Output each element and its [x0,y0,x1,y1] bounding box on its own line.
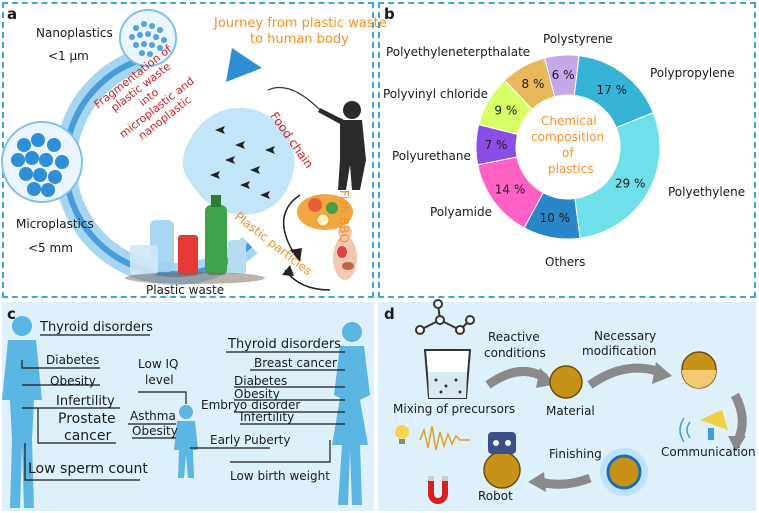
chart-center-line4: plastics [548,162,594,176]
breast-cancer-label: Breast cancer [254,356,337,370]
finishing-label: Finishing [549,447,602,461]
donut-label-polyvinyl-chloride: 9 % [494,104,517,118]
panel-b-label: b [384,5,395,23]
legend-polypropylene: Polypropylene [650,66,735,80]
panel-d-label: d [384,305,395,323]
low-iq-line2: level [145,373,174,387]
leader-low-iq [138,391,187,404]
asthma-label: Asthma [130,409,176,423]
fishing-rod [267,86,321,111]
arrow-material-to-modified [587,363,662,389]
diabetes-left-label: Diabetes [46,353,100,367]
leader-low-birth [230,440,331,463]
donut-label-others: 10 % [540,211,571,225]
prostate-line1: Prostate [58,411,116,427]
leader-diabetes-left [21,360,100,369]
low-iq-line1: Low IQ [138,357,179,371]
nanoplastics-label: Nanoplastics [36,26,113,40]
leader-low-sperm [24,443,140,481]
reactive-line1: Reactive [488,330,540,344]
female-silhouette-icon [332,322,370,505]
donut-label-polyamide: 14 % [495,183,526,197]
necessary-line2: modification [582,344,657,358]
nanoplastics-icon [119,9,177,67]
lightbulb-icon [395,425,409,444]
embryo-label: Embryo disorder [201,398,301,412]
material-label: Material [546,404,595,418]
early-puberty-label: Early Puberty [210,433,291,447]
panel-b [378,2,756,298]
panel-d [378,302,756,511]
thyroid-left-label: Thyroid disorders [40,320,153,335]
fish-bbq-icon [297,194,353,230]
nanoplastics-size: <1 µm [48,49,89,63]
cycle-arrowhead [226,48,262,82]
glowing-sphere-icon [606,454,642,490]
fisherman-icon [318,101,366,190]
robot-icon [483,432,521,489]
beaker-icon [423,349,472,399]
donut-slice-polystyrene [544,54,580,98]
donut-label-polyurethane: 7 % [485,138,508,152]
prostate-line2: cancer [64,428,112,444]
legend-others: Others [545,255,586,269]
water-splash [182,107,295,215]
arrow-mix-to-material [485,366,548,389]
chart-center-line1: Chemical [541,114,597,128]
chart-center-line2: composition [531,130,605,144]
infertility-left-label: Infertility [56,394,115,409]
leader-prostate [37,408,116,444]
plastic-waste-icon [125,195,265,284]
mixing-label: Mixing of precursors [393,402,516,416]
donut-label-polyethylene: 29 % [615,176,646,190]
legend-polyurethane: Polyurethane [392,149,471,163]
human-organs-icon [333,225,357,280]
legend-pvc: Polyvinyl chloride [383,87,489,101]
panel-c-label: c [7,305,16,323]
donut-slice-polyethylene [574,111,661,239]
legend-polystyrene: Polystyrene [543,32,613,46]
material-sphere-icon [549,365,583,399]
arrow-to-robot [538,473,592,489]
necessary-line1: Necessary [594,329,657,343]
donut-hole [517,96,619,198]
donut-label-polyethyleneterpthalate: 8 % [522,77,545,91]
magnet-icon [428,476,448,504]
male-silhouette-icon [2,316,42,508]
modified-material-icon [681,351,717,389]
molecule-icon [415,299,475,335]
donut-label-polystyrene: 6 % [552,68,575,82]
child-silhouette-icon [174,405,198,478]
reactive-line2: conditions [484,346,546,360]
arrow-food-to-particles [282,194,301,256]
communication-label: Communication [661,445,756,459]
obesity-right-label: Obesity [234,387,280,401]
robot-label: Robot [478,489,513,503]
panel-a-label: a [7,5,18,23]
thyroid-right-label: Thyroid disorders [228,337,341,352]
chart-center-line3: of [562,146,574,160]
diabetes-right-label: Diabetes [234,374,288,388]
obesity-child-label: Obesity [132,424,178,438]
microplastics-size: <5 mm [28,241,73,255]
panel-a-title-line2: to human body [250,32,349,47]
low-sperm-label: Low sperm count [28,461,148,477]
microplastics-label: Microplastics [16,217,94,231]
infertility-right-label: Infertility [240,410,295,424]
legend-pet: Polyethyleneterpthalate [386,45,531,59]
low-birth-label: Low birth weight [230,469,330,483]
plastic-waste-label: Plastic waste [146,283,225,297]
legend-polyethylene: Polyethylene [668,185,746,199]
obesity-left-label: Obesity [50,374,96,388]
communication-icon [679,410,728,443]
donut-label-polypropylene: 17 % [597,83,628,97]
panel-a-title-line1: Journey from plastic waste [214,16,387,31]
legend-polyamide: Polyamide [430,205,492,219]
signal-waves-icon [419,425,470,451]
arrow-to-communication [730,392,747,443]
